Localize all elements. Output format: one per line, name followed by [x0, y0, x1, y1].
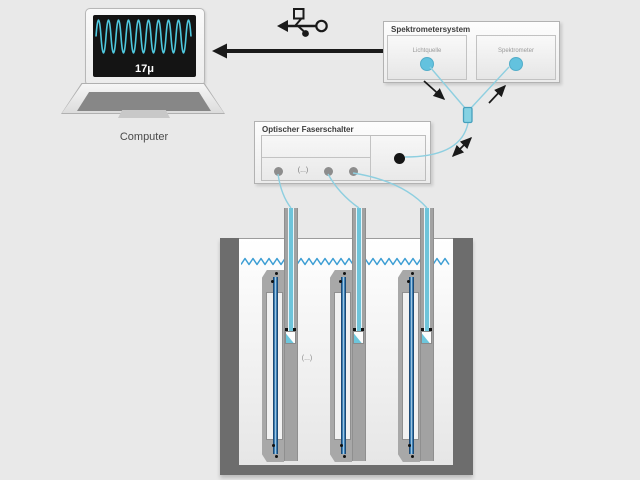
fiber-switch-title: Optischer Faserschalter — [262, 125, 354, 134]
switch-port-3-icon — [349, 167, 358, 176]
usb-icon — [277, 8, 328, 37]
probe-rod — [409, 277, 414, 454]
probe-assembly — [262, 208, 298, 462]
rod-dot — [271, 280, 274, 283]
sensor-dot — [421, 328, 424, 331]
arrow-bidirectional-icon — [451, 136, 473, 158]
probe-assembly — [330, 208, 366, 462]
probe-assembly — [398, 208, 434, 462]
probe-rod — [341, 277, 346, 454]
probe-fiber — [288, 208, 294, 332]
rod-dot — [408, 444, 411, 447]
fiber-switch-faceplate: (...) — [261, 135, 426, 181]
rod-dot — [343, 455, 346, 458]
spectrometer-module: Spektrometer — [476, 35, 556, 80]
switch-common-port-icon — [394, 153, 405, 164]
laptop-display: 17μ — [93, 15, 196, 77]
rod-dot — [275, 455, 278, 458]
sensor-dot — [353, 328, 356, 331]
rod-dot — [343, 272, 346, 275]
light-source-module: Lichtquelle — [387, 35, 467, 80]
tank-ellipsis: (...) — [301, 355, 313, 362]
sensor-dot — [285, 328, 288, 331]
fiber-switch-box: Optischer Faserschalter (...) — [254, 121, 431, 184]
spectrometer-system-title: Spektrometersystem — [391, 25, 471, 34]
probe-sensor-icon — [285, 331, 296, 344]
faceplate-divider-horizontal — [262, 157, 370, 158]
rod-dot — [411, 455, 414, 458]
rod-dot — [411, 272, 414, 275]
sensor-dot — [429, 328, 432, 331]
usb-data-arrow — [212, 43, 383, 59]
laptop-keyboard — [77, 92, 211, 111]
spectrometer-port-icon — [509, 57, 523, 71]
light-source-port-icon — [420, 57, 434, 71]
spectrometer-label: Spektrometer — [497, 48, 534, 54]
rod-dot — [407, 280, 410, 283]
rod-dot — [272, 444, 275, 447]
spectrometer-system-box: Spektrometersystem Lichtquelle Spektrome… — [383, 21, 560, 83]
sine-wave-icon — [95, 19, 192, 54]
probe-fiber — [424, 208, 430, 332]
water-surface-icon — [241, 257, 450, 266]
rod-dot — [275, 272, 278, 275]
switch-port-2-icon — [324, 167, 333, 176]
probe-sensor-icon — [421, 331, 432, 344]
rod-dot — [339, 280, 342, 283]
probe-sensor-icon — [353, 331, 364, 344]
probe-fiber — [356, 208, 362, 332]
rod-dot — [340, 444, 343, 447]
laptop-front-tab — [118, 110, 170, 118]
light-source-label: Lichtquelle — [412, 48, 442, 54]
display-reading: 17μ — [135, 63, 154, 75]
switch-port-1-icon — [274, 167, 283, 176]
fiber-coupler-icon — [462, 106, 473, 124]
arrow-light-out-icon — [423, 80, 446, 100]
probe-rod — [273, 277, 278, 454]
sensor-dot — [293, 328, 296, 331]
sensor-dot — [361, 328, 364, 331]
arrow-light-in-icon — [488, 84, 507, 104]
faceplate-divider-vertical — [370, 136, 371, 180]
switch-ellipsis: (...) — [297, 167, 309, 174]
computer-label: Computer — [119, 131, 169, 143]
